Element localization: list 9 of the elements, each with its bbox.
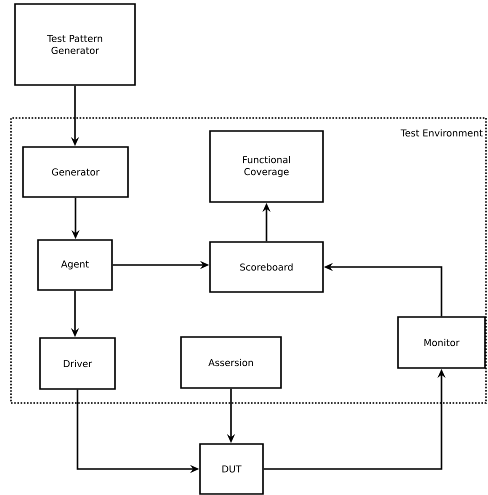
process-box: Test Pattern Generator bbox=[14, 3, 136, 86]
process-box: Driver bbox=[39, 337, 116, 390]
process-box: Generator bbox=[22, 146, 129, 198]
process-box: Monitor bbox=[397, 316, 486, 369]
process-box: DUT bbox=[199, 443, 264, 495]
process-box: Agent bbox=[37, 239, 113, 291]
process-box: Scoreboard bbox=[209, 241, 324, 293]
process-box: Functional Coverage bbox=[209, 130, 324, 203]
process-box: Assersion bbox=[180, 336, 282, 389]
